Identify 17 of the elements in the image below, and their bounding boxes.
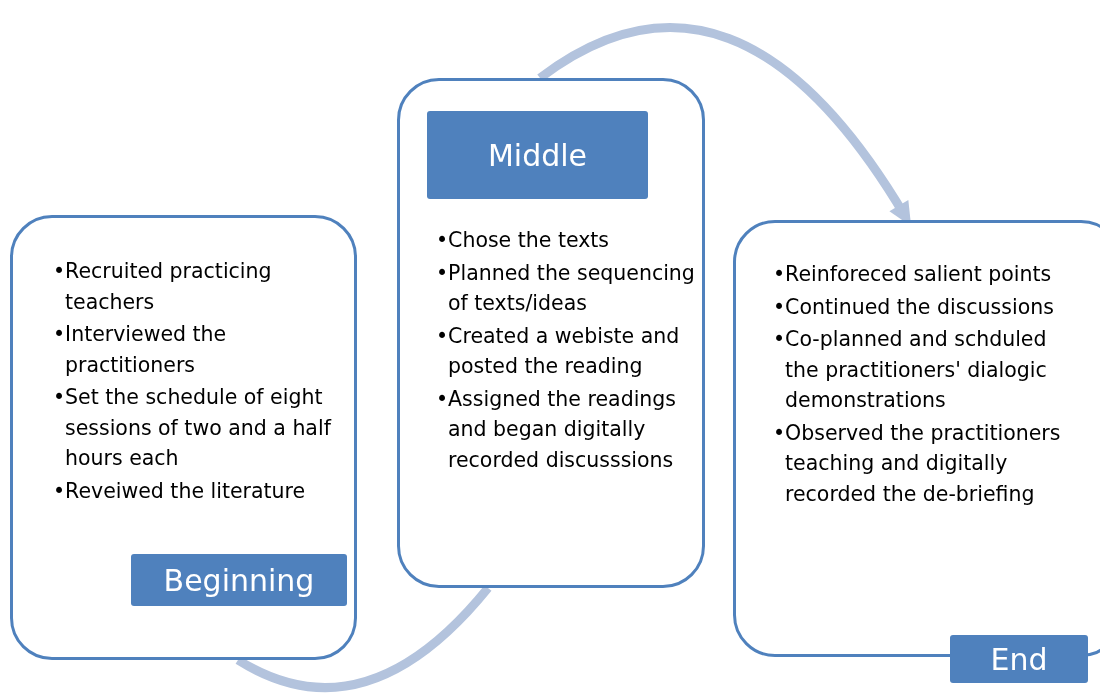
stage-card — [397, 78, 705, 588]
stage-label: Middle — [427, 111, 648, 199]
bullet-item: •Set the schedule of eight sessions of two and a half hours each — [53, 384, 333, 472]
bullet-item: •Continued the discussions — [773, 293, 1055, 321]
bullet-item: •Reinforeced salient points — [773, 261, 1053, 288]
bullet-item: •Co-planned and schduled the practitioners' dialogic demonstrations — [773, 326, 1048, 414]
bullet-item: •Created a webiste and posted the reading — [436, 322, 681, 380]
bullet-item: •Planned the sequencing of texts/ideas — [436, 259, 696, 317]
bullet-item: •Chose the texts — [436, 227, 611, 254]
stage-label: Beginning — [131, 554, 347, 606]
bullet-item: •Observed the practitioners teaching and digitally recorded the de-briefing — [773, 419, 1062, 508]
bullet-item: •Reveiwed the literature — [53, 477, 307, 505]
bullet-item: •Interviewed the practitioners — [53, 321, 228, 379]
bullet-item: •Recruited practicing teachers — [53, 258, 273, 316]
bullet-item: •Assigned the readings and began digitally recorded discusssions — [436, 385, 678, 474]
stage-card — [10, 215, 357, 660]
stage-label: End — [950, 635, 1088, 683]
